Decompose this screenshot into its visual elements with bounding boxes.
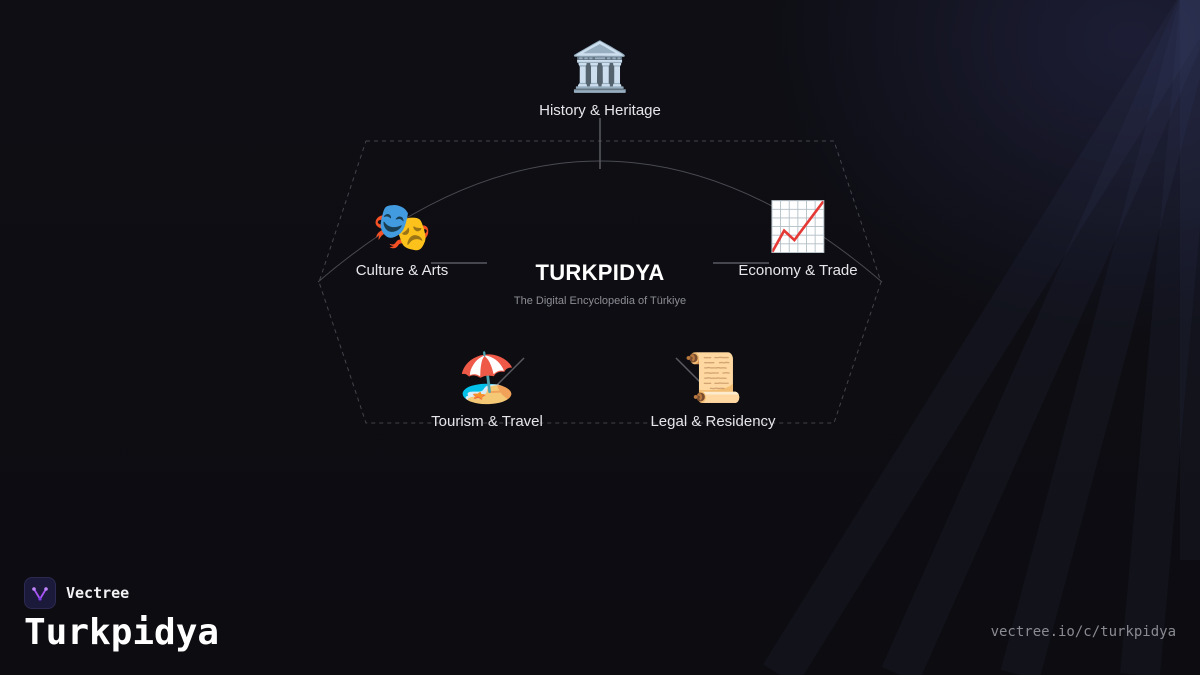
connector-legal — [675, 357, 706, 388]
page-url[interactable]: vectree.io/c/turkpidya — [990, 624, 1176, 640]
node-economy-trade[interactable]: 📈 Economy & Trade — [738, 198, 857, 279]
node-label: Legal & Residency — [650, 413, 776, 430]
scroll-icon: 📜 — [683, 352, 743, 405]
brand[interactable]: Vectree — [24, 577, 129, 609]
page-title: Turkpidya — [24, 612, 220, 653]
performing-arts-icon: 🎭 — [372, 201, 432, 254]
node-history-heritage[interactable]: 🏛️ History & Heritage — [539, 38, 661, 119]
node-culture-arts[interactable]: 🎭 Culture & Arts — [356, 198, 449, 279]
node-legal-residency[interactable]: 📜 Legal & Residency — [650, 349, 775, 430]
node-label: Tourism & Travel — [431, 413, 543, 430]
node-label: Economy & Trade — [738, 262, 858, 279]
chart-increasing-icon: 📈 — [768, 201, 828, 254]
brand-name: Vectree — [66, 584, 130, 602]
node-label: History & Heritage — [539, 102, 661, 119]
dashed-hexagon-frame — [318, 140, 882, 424]
vectree-logo-icon — [24, 577, 56, 609]
node-tourism-travel[interactable]: 🏖️ Tourism & Travel — [431, 349, 543, 430]
beach-umbrella-icon: 🏖️ — [457, 352, 517, 405]
center-subtitle: The Digital Encyclopedia of Türkiye — [513, 295, 687, 307]
center-title: TURKPIDYA — [535, 260, 665, 285]
connector-tourism — [494, 357, 525, 388]
node-label: Culture & Arts — [355, 262, 449, 279]
classical-building-icon: 🏛️ — [570, 41, 630, 94]
